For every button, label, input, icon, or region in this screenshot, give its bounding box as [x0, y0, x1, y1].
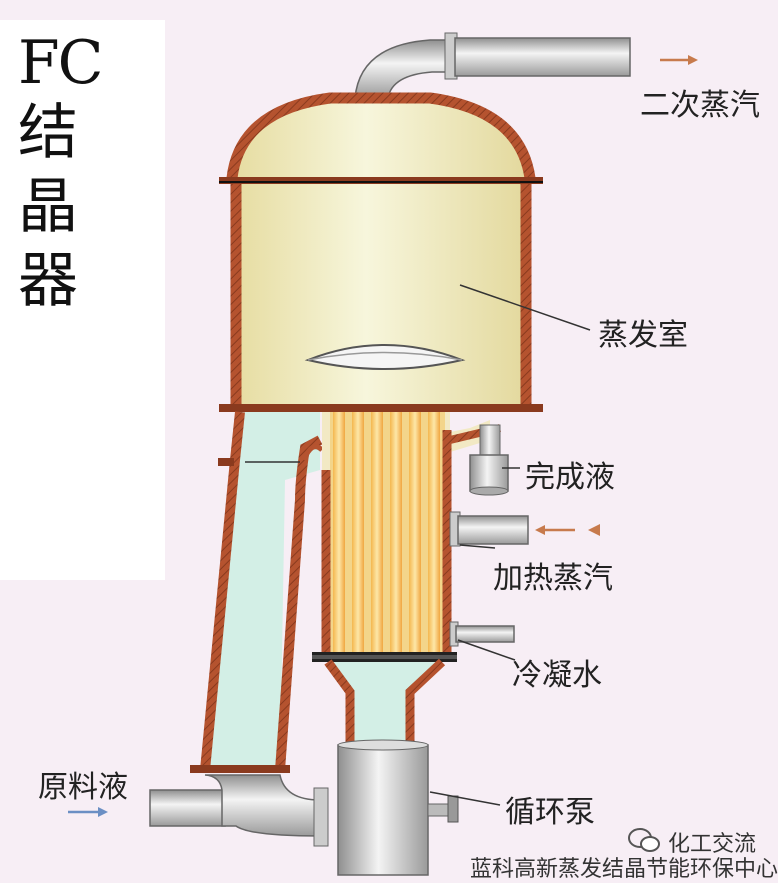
label-heating-steam: 加热蒸汽 [493, 561, 613, 596]
heating-steam-inlet [449, 511, 529, 547]
label-evaporation-chamber: 蒸发室 [598, 318, 688, 353]
leader-lines [429, 284, 591, 806]
label-circulation-pump: 循环泵 [505, 795, 595, 830]
title-char-1: 结 [18, 98, 78, 168]
heater-tube-bundle [312, 412, 501, 662]
circulation-downcomer [190, 411, 324, 773]
title-fc: FC [18, 28, 104, 98]
secondary-steam-arrow-icon [660, 55, 698, 65]
finished-liquid-outlet [469, 424, 509, 496]
label-finished-liquid: 完成液 [525, 460, 615, 495]
label-feed-liquid: 原料液 [38, 770, 128, 805]
label-secondary-steam: 二次蒸汽 [640, 88, 760, 123]
lower-cone [324, 658, 446, 745]
flow-arrows [68, 55, 698, 817]
watermark-account: 化工交流 [668, 832, 757, 857]
title-char-2: 晶 [18, 172, 78, 242]
evaporation-chamber [219, 92, 543, 412]
heating-steam-arrow-icon [535, 524, 600, 536]
circulation-pump [337, 739, 459, 876]
label-condensate: 冷凝水 [512, 658, 602, 693]
condensate-outlet [449, 621, 515, 647]
title-char-3: 器 [18, 246, 78, 316]
watermark-text: 蓝科高新蒸发结晶节能环保中心 [470, 857, 778, 882]
feed-liquid-pipe [149, 774, 329, 847]
feed-liquid-arrow-icon [68, 807, 108, 817]
wechat-icon [628, 828, 660, 852]
diagram-title: FC 结 晶 器 [18, 30, 128, 318]
title-panel [0, 20, 165, 580]
